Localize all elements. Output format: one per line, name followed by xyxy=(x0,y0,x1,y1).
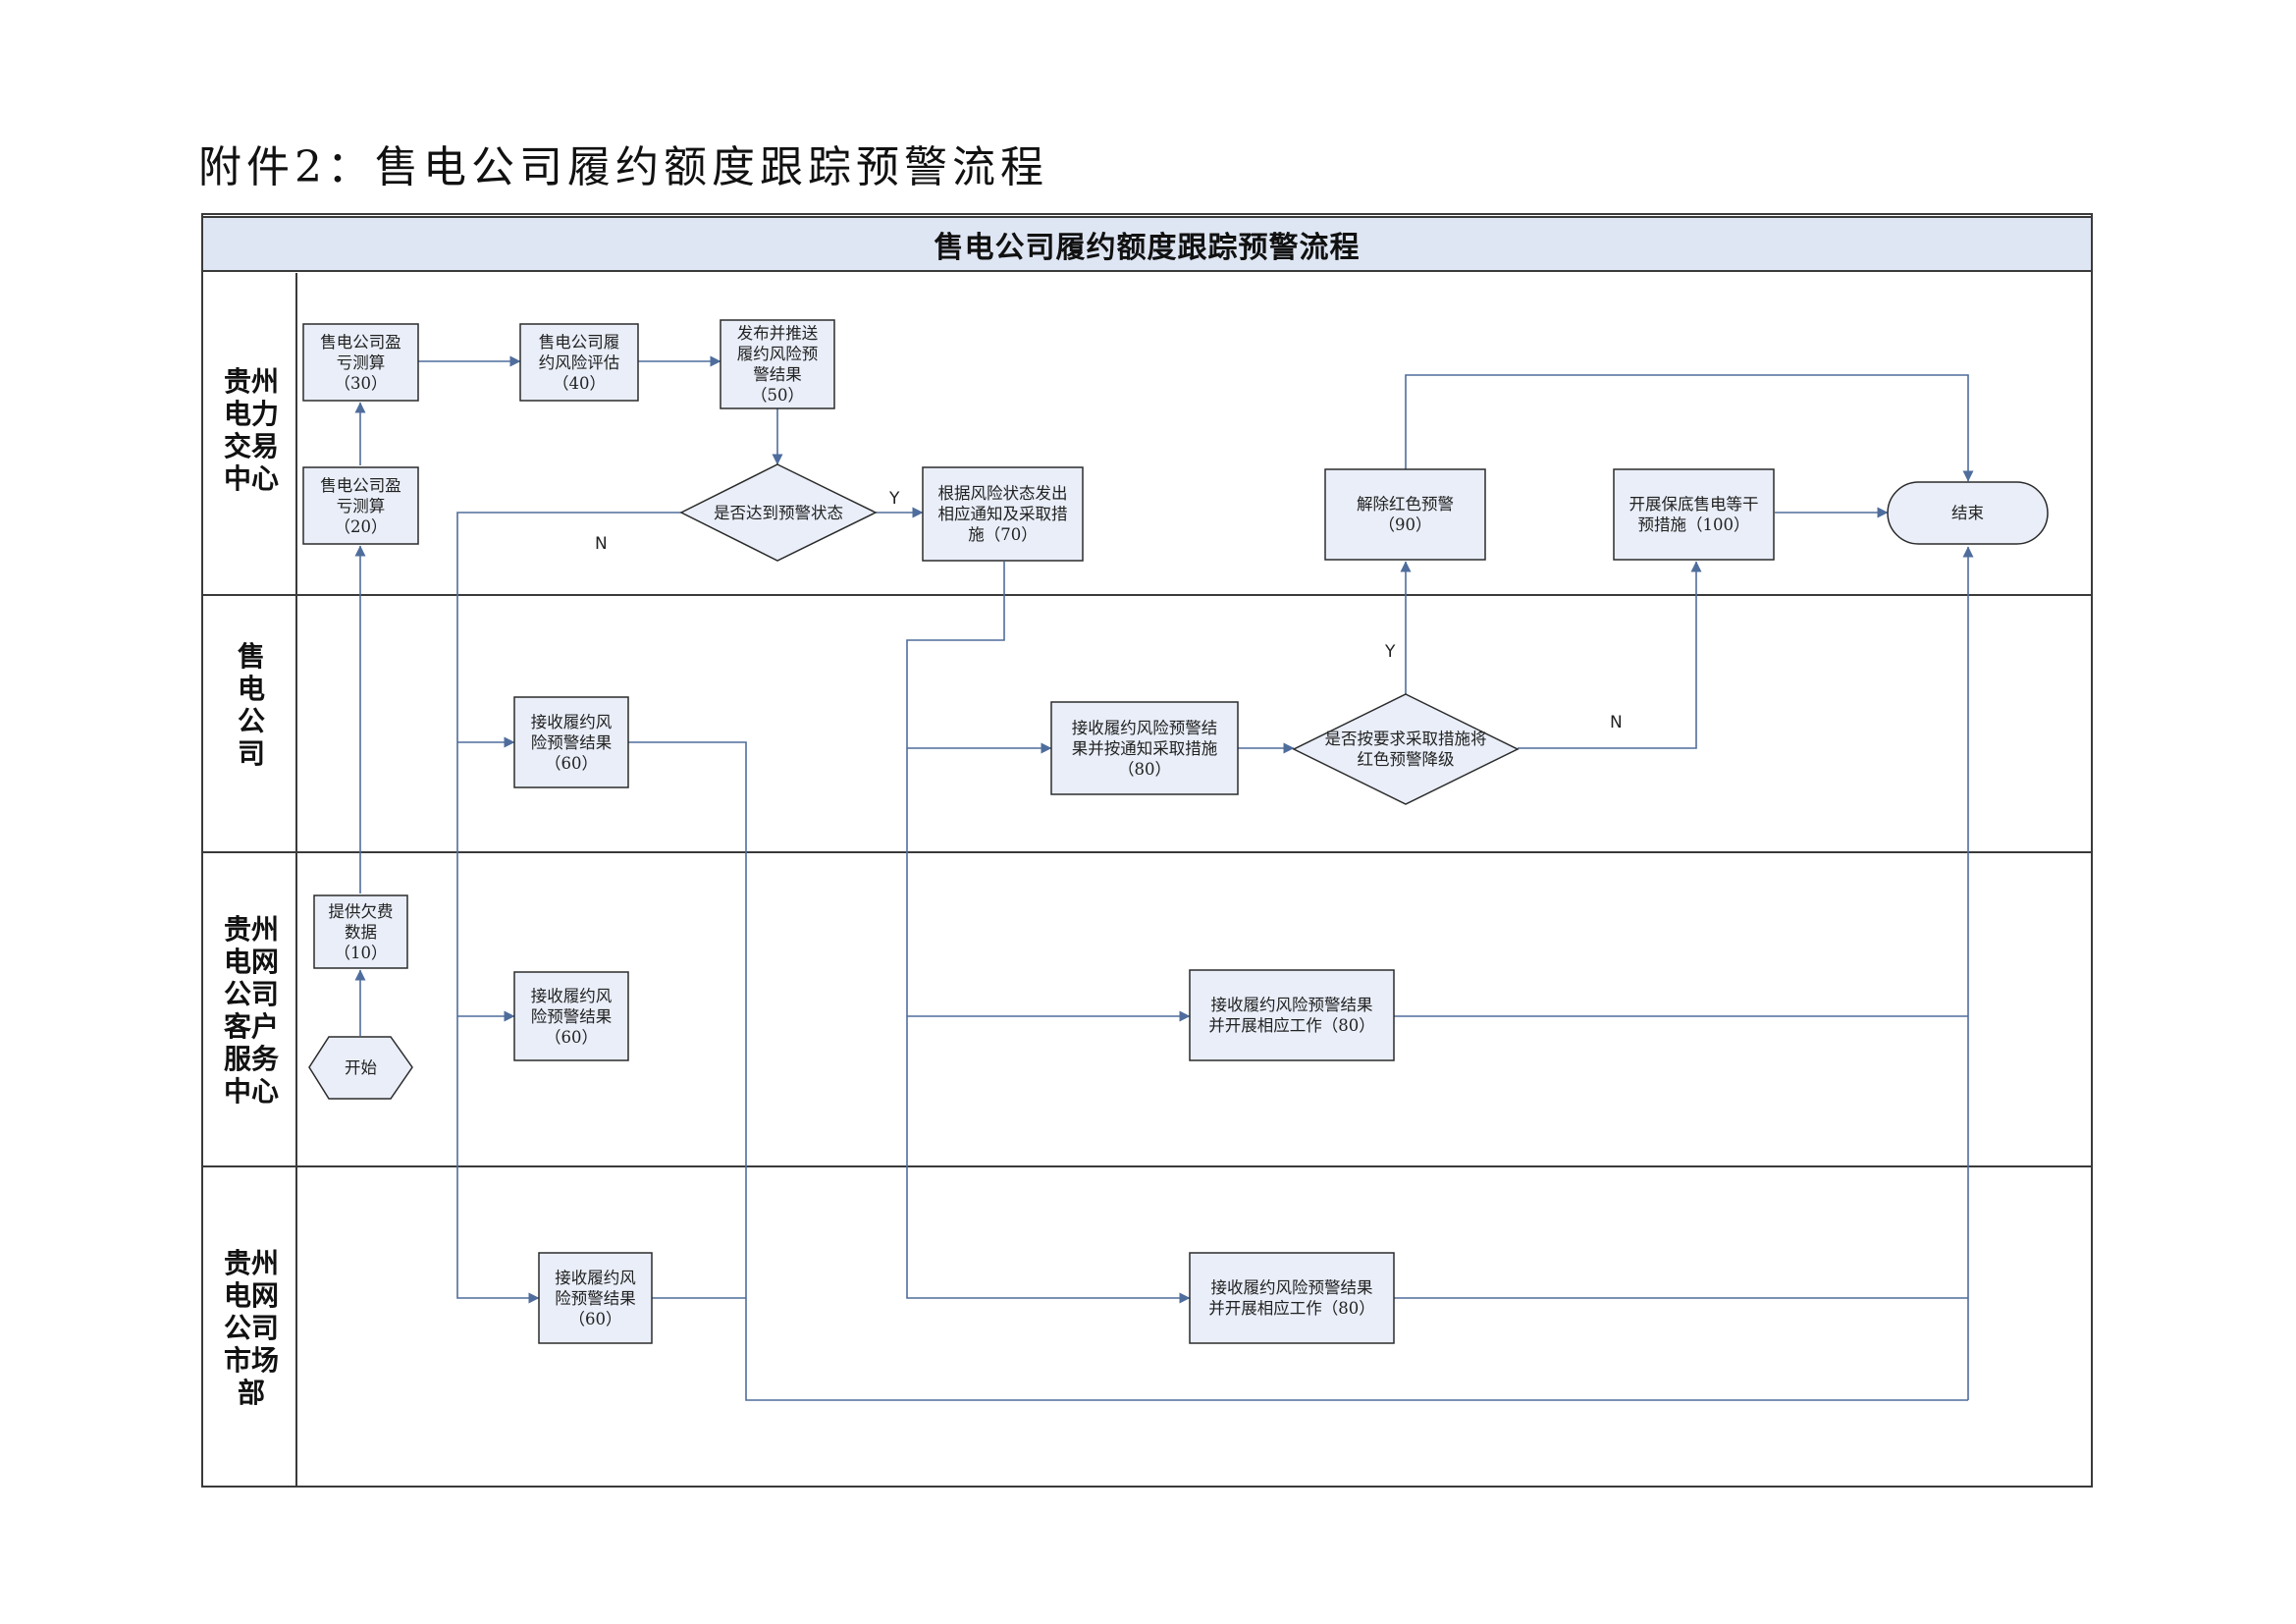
decision-d1 xyxy=(679,463,878,562)
lane-label-trading-center: 贵州 电力 交易 中心 xyxy=(223,365,279,495)
box-80c xyxy=(1189,1252,1395,1344)
connectors xyxy=(354,355,1974,1401)
decision-d2-text: 是否按要求采取措施将 红色预警降级 xyxy=(1324,730,1487,769)
edge-60a-return xyxy=(628,741,1968,1401)
chart-title: 售电公司履约额度跟踪预警流程 xyxy=(934,230,1361,265)
edge-d2-100 xyxy=(1518,561,1702,749)
box-50 xyxy=(720,319,835,409)
node-80b-text: 接收履约风险预警结果 并开展相应工作（80） xyxy=(1208,996,1375,1035)
box-100 xyxy=(1613,468,1775,561)
decision-d1-text: 是否达到预警状态 xyxy=(714,503,843,522)
edge-90-end xyxy=(1405,374,1974,482)
box-20 xyxy=(302,466,419,545)
node-60c-text: 接收履约风 险预警结果 （60） xyxy=(555,1268,636,1328)
lane-label-customer-service: 贵州 电网 公司 客户 服务 中心 xyxy=(223,913,279,1108)
node-20-text: 售电公司盈 亏测算 （20） xyxy=(320,475,401,536)
node-70-text: 根据风险状态发出 相应通知及采取措 施（70） xyxy=(937,484,1068,544)
node-80a-text: 接收履约风险预警结 果并按通知采取措施 （80） xyxy=(1071,718,1218,779)
edge-label-d1-yes: Y xyxy=(889,489,900,509)
box-60a xyxy=(513,696,629,788)
box-30 xyxy=(302,323,419,402)
process-boxes xyxy=(302,319,1775,1344)
box-10 xyxy=(313,894,408,969)
decisions xyxy=(679,463,1520,805)
edge-label-d2-yes: Y xyxy=(1385,642,1396,662)
node-90-text: 解除红色预警 （90） xyxy=(1357,495,1454,534)
box-60c xyxy=(538,1252,653,1344)
decision-d2 xyxy=(1292,693,1520,805)
box-40 xyxy=(519,323,639,402)
box-60b xyxy=(513,971,629,1061)
lane-label-market-dept: 贵州 电网 公司 市场 部 xyxy=(223,1247,279,1409)
terminators xyxy=(308,481,2049,1100)
node-40-text: 售电公司履 约风险评估 （40） xyxy=(538,332,620,393)
node-80c-text: 接收履约风险预警结果 并开展相应工作（80） xyxy=(1208,1278,1375,1318)
terminator-start xyxy=(308,1036,413,1100)
edge-label-d2-no: N xyxy=(1610,713,1623,732)
edge-70-80 xyxy=(906,562,1191,1304)
start-text: 开始 xyxy=(345,1058,377,1077)
box-70 xyxy=(922,466,1084,562)
edge-d1-no xyxy=(456,512,681,1304)
box-90 xyxy=(1324,468,1486,561)
chart-title-bar xyxy=(201,216,2093,272)
node-60a-text: 接收履约风 险预警结果 （60） xyxy=(530,712,613,773)
end-text: 结束 xyxy=(1951,504,1984,522)
lane-label-retailer: 售 电 公 司 xyxy=(237,640,265,770)
node-50-text: 发布并推送 履约风险预 警结果 （50） xyxy=(736,324,819,405)
terminator-end xyxy=(1887,481,2049,545)
node-10-text: 提供欠费 数据 （10） xyxy=(328,901,394,962)
document-heading: 附件2：售电公司履约额度跟踪预警流程 xyxy=(198,142,1048,192)
edge-label-d1-no: N xyxy=(595,534,608,554)
node-30-text: 售电公司盈 亏测算 （30） xyxy=(320,332,401,393)
node-100-text: 开展保底售电等干 预措施（100） xyxy=(1629,495,1759,534)
box-80a xyxy=(1050,701,1239,795)
box-80b xyxy=(1189,969,1395,1061)
node-60b-text: 接收履约风 险预警结果 （60） xyxy=(530,986,613,1047)
swimlane-frame xyxy=(201,213,2093,1488)
